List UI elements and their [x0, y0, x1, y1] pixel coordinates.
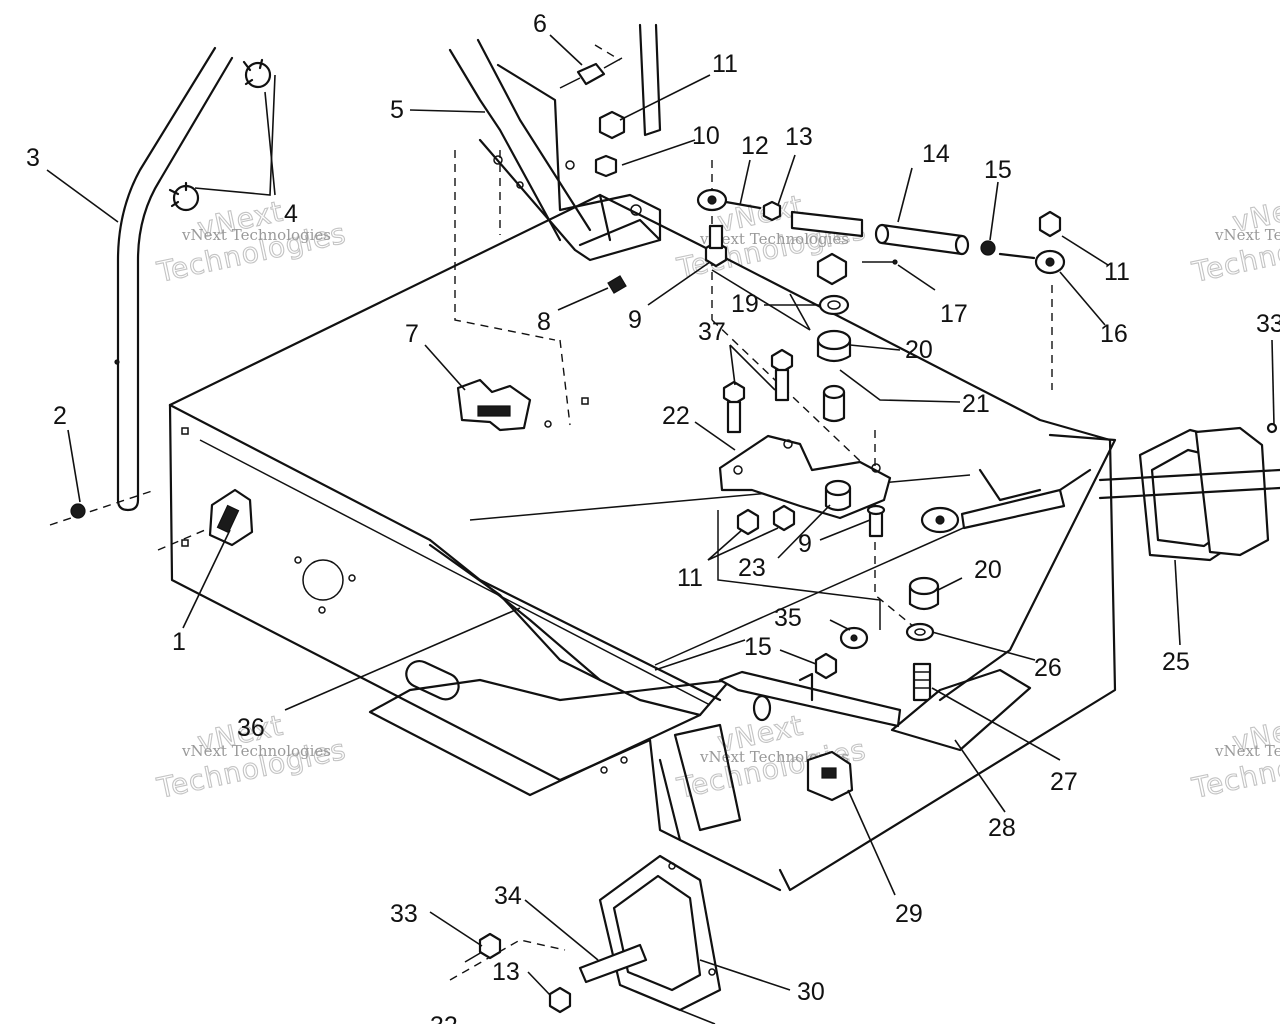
clip-7	[456, 378, 552, 432]
knob-upper	[242, 58, 272, 89]
stop-plate-28	[890, 433, 1117, 752]
screw-33-right	[1266, 422, 1278, 434]
callout-20-lower: 20	[974, 556, 1002, 584]
frame-bulkhead	[168, 193, 1117, 892]
callout-30: 30	[797, 978, 825, 1006]
bushing-20-lower	[908, 576, 940, 611]
callout-3: 3	[26, 144, 40, 172]
frame-panel-lower	[600, 723, 742, 842]
callout-11-right: 11	[1104, 258, 1130, 286]
callout-16: 16	[1100, 320, 1128, 348]
watermark-bottom-right: vNext Technologies vNext Technologies	[1188, 708, 1280, 806]
callout-36: 36	[237, 714, 265, 742]
callout-1: 1	[172, 628, 186, 656]
nut-13-top	[762, 200, 782, 222]
callout-26: 26	[1034, 654, 1062, 682]
callout-7: 7	[405, 320, 419, 348]
rod-end-35	[839, 626, 869, 650]
callout-32: 32	[430, 1012, 458, 1024]
steering-column-arm	[448, 23, 662, 262]
washer-26	[905, 622, 935, 642]
drag-link	[920, 468, 1092, 534]
callout-23: 23	[738, 554, 766, 582]
callout-22: 22	[662, 402, 690, 430]
stud-27	[912, 662, 932, 702]
callout-13-lower: 13	[492, 958, 520, 986]
svg-text:vNext Technologies: vNext Technologies	[181, 742, 331, 760]
steering-post-tube	[114, 46, 234, 512]
callouts: 1 2 3 4 5 6 7 8 9 9 10 11 11 11 12 13 13…	[26, 10, 1280, 1024]
callout-34: 34	[494, 882, 522, 910]
nut-11-right	[1038, 210, 1062, 238]
callout-15-lower: 15	[744, 633, 772, 661]
callout-33-lower: 33	[390, 900, 418, 928]
callout-25: 25	[1162, 648, 1190, 676]
screw-33-lower	[464, 932, 502, 963]
grommet-29	[806, 750, 854, 802]
knob-lower	[168, 181, 200, 212]
callout-8: 8	[537, 308, 551, 336]
nut-15-lower	[814, 652, 838, 680]
svg-text:vNext Technologies: vNext Technologies	[181, 226, 331, 244]
pivot-nut	[816, 252, 848, 286]
callout-6: 6	[533, 10, 547, 38]
callout-2: 2	[53, 402, 67, 430]
nut-13-lower	[548, 986, 572, 1014]
callout-15-top: 15	[984, 156, 1012, 184]
callout-29: 29	[895, 900, 923, 928]
rod-end-16	[998, 249, 1066, 275]
callout-27: 27	[1050, 768, 1078, 796]
svg-text:vNext Technologies: vNext Technologies	[1214, 226, 1280, 244]
plug-2	[70, 503, 86, 519]
bolt-37-right	[770, 348, 794, 402]
callout-11-top: 11	[712, 50, 738, 78]
callout-14: 14	[922, 140, 950, 168]
bearing-housing-25	[1098, 426, 1280, 562]
callout-9-upper: 9	[628, 306, 642, 334]
side-bracket	[718, 670, 902, 728]
callout-4: 4	[284, 200, 298, 228]
bushing-20-upper	[816, 329, 852, 363]
nut-15-top	[980, 240, 996, 256]
callout-9-lower: 9	[798, 530, 812, 558]
bolt-37-left	[722, 380, 746, 434]
bearing-housing-30	[578, 854, 722, 1012]
pin-6	[559, 57, 623, 89]
svg-text:vNext Technologies: vNext Technologies	[699, 230, 849, 248]
callout-17: 17	[940, 300, 968, 328]
bolt-9-upper	[704, 224, 728, 268]
callout-33-right: 33	[1256, 310, 1280, 338]
callout-21: 21	[962, 390, 990, 418]
nut-10	[594, 154, 618, 178]
rod-end-12	[696, 188, 762, 212]
callout-10: 10	[692, 122, 720, 150]
nut-11-top	[598, 110, 626, 140]
washer-19	[818, 294, 850, 316]
bolt-9-lower	[866, 504, 886, 538]
nut-11-mid	[772, 504, 796, 532]
callout-28: 28	[988, 814, 1016, 842]
pitman-plate-22	[718, 434, 892, 520]
callout-13-top: 13	[785, 123, 813, 151]
callout-5: 5	[390, 96, 404, 124]
grommet-1	[208, 488, 254, 547]
callout-35: 35	[774, 604, 802, 632]
watermark-top-right: vNext Technologies vNext Technologies	[1188, 188, 1280, 290]
skid-plate	[368, 543, 732, 797]
tie-rod-14	[790, 210, 970, 256]
callout-20-upper: 20	[905, 336, 933, 364]
svg-text:vNext Technologies: vNext Technologies	[1214, 742, 1280, 760]
sleeve-21	[822, 384, 846, 423]
nut-11-left	[736, 508, 760, 536]
cotter-pin-8	[607, 275, 627, 294]
leader-lines	[46, 34, 1275, 1024]
callout-12: 12	[741, 132, 769, 160]
callout-11-left: 11	[677, 564, 703, 592]
callout-37: 37	[698, 318, 726, 346]
callout-19: 19	[731, 290, 759, 318]
